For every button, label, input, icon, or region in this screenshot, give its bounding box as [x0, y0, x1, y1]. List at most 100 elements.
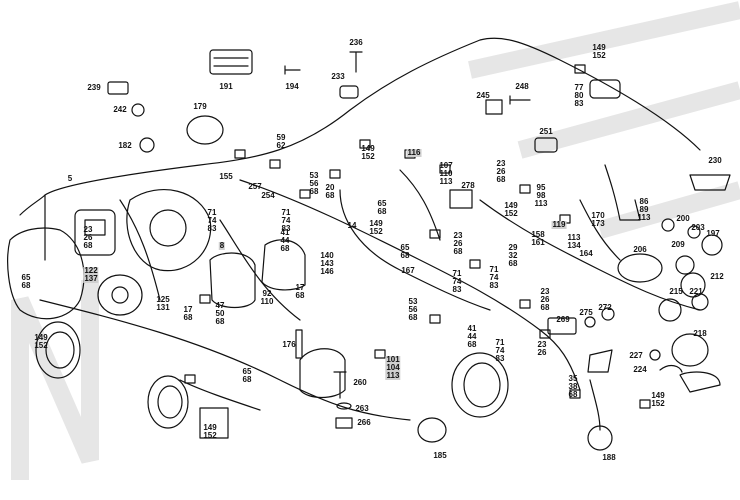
part-label-53b: 53 56 68 [408, 297, 418, 322]
lamp-188 [587, 425, 613, 451]
part-label-221: 221 [689, 287, 703, 296]
grommet-275 [584, 316, 596, 328]
part-label-23c: 23 26 68 [496, 159, 506, 184]
part-label-167: 167 [401, 266, 415, 275]
part-label-155: 155 [219, 172, 233, 181]
washer-263 [336, 402, 352, 410]
harness-branch-a [339, 189, 491, 311]
flasher-179 [186, 115, 224, 145]
wheel-hub [149, 209, 187, 247]
harness-right-branch [479, 199, 701, 311]
plug-245 [485, 99, 503, 115]
part-label-53: 53 56 68 [309, 171, 319, 196]
part-label-188: 188 [602, 453, 616, 462]
part-label-65c: 65 68 [400, 243, 410, 260]
part-label-272: 272 [598, 303, 612, 312]
part-label-191: 191 [219, 82, 233, 91]
part-label-176: 176 [282, 340, 296, 349]
bulb-200 [661, 218, 675, 232]
box-149-152-bottom [199, 407, 229, 439]
part-label-140: 140 143 146 [320, 251, 334, 276]
part-label-158: 158 161 [531, 230, 545, 247]
part-label-41b: 41 44 68 [467, 324, 477, 349]
part-label-149b: 149 152 [361, 144, 375, 161]
part-label-266: 266 [357, 418, 371, 427]
part-label-65b: 65 68 [377, 199, 387, 216]
part-label-71c: 71 74 83 [452, 269, 462, 294]
part-label-149c: 149 152 [369, 219, 383, 236]
part-label-257: 257 [248, 182, 262, 191]
part-label-8: 8 [218, 241, 226, 250]
screw-260 [333, 371, 347, 399]
part-label-20: 20 68 [325, 183, 335, 200]
motor-218 [671, 333, 709, 367]
shift-lever [604, 164, 641, 221]
harness-branch-f [589, 379, 601, 431]
part-label-248: 248 [515, 82, 529, 91]
part-label-101: 101 104 113 [385, 355, 401, 380]
part-label-149f: 149 152 [651, 391, 665, 408]
socket-209 [675, 255, 695, 275]
part-label-149: 149 152 [34, 333, 48, 350]
clip-239 [107, 81, 129, 95]
part-label-278: 278 [461, 181, 475, 190]
part-label-212: 212 [710, 272, 724, 281]
part-label-71a: 71 74 83 [207, 208, 217, 233]
harness-lower [39, 299, 411, 421]
grommet-182 [139, 137, 155, 153]
part-label-206: 206 [633, 245, 647, 254]
connector-185 [417, 417, 447, 443]
bulb-227 [649, 349, 661, 361]
part-label-245: 245 [476, 91, 490, 100]
alternator [97, 274, 143, 316]
part-label-65d: 65 68 [242, 367, 252, 384]
connector-191 [209, 49, 253, 75]
part-label-149e: 149 152 [592, 43, 606, 60]
screw-236 [349, 51, 363, 73]
part-label-59: 59 62 [276, 133, 286, 150]
lamp-224 [659, 364, 683, 373]
switch-278 [449, 189, 473, 209]
harness-center [239, 179, 581, 391]
harness-main [44, 37, 701, 196]
fender-outline [7, 227, 85, 320]
part-label-17: 17 68 [183, 305, 193, 322]
part-label-179: 179 [193, 102, 207, 111]
part-label-23b: 23 26 68 [453, 231, 463, 256]
part-label-275: 275 [579, 308, 593, 317]
part-label-119: 119 [551, 220, 567, 229]
part-label-86: 86 89 113 [637, 197, 651, 222]
part-label-227: 227 [629, 351, 643, 360]
relay-box [74, 209, 116, 256]
part-label-35: 35 38 68 [568, 374, 578, 399]
part-label-5: 5 [67, 174, 73, 183]
socket-212 [680, 272, 706, 298]
battery-housing [209, 252, 256, 309]
part-label-122: 122 137 [83, 266, 99, 283]
grommet-242 [131, 103, 145, 117]
part-label-239: 239 [87, 83, 101, 92]
part-label-17b: 17 68 [295, 283, 305, 300]
part-label-95: 95 98 113 [534, 183, 548, 208]
horn-206 [617, 253, 663, 283]
reservoir [299, 348, 346, 399]
headlamp-left [35, 321, 81, 379]
part-label-242: 242 [113, 105, 127, 114]
socket-197 [701, 234, 723, 256]
part-label-263: 263 [355, 404, 369, 413]
part-label-164: 164 [579, 249, 593, 258]
part-label-182: 182 [118, 141, 132, 150]
switch-bracket [587, 349, 613, 373]
part-label-224: 224 [633, 365, 647, 374]
harness-branch-d [399, 169, 441, 241]
part-label-254: 254 [261, 191, 275, 200]
relay-269 [547, 317, 577, 335]
part-label-14: 14 [347, 221, 357, 230]
part-label-197: 197 [706, 229, 720, 238]
cap-233 [339, 85, 359, 99]
watermark-shapes [11, 1, 740, 480]
part-label-236: 236 [349, 38, 363, 47]
fog-lamp-left [147, 375, 189, 429]
grommet-272 [601, 307, 615, 321]
